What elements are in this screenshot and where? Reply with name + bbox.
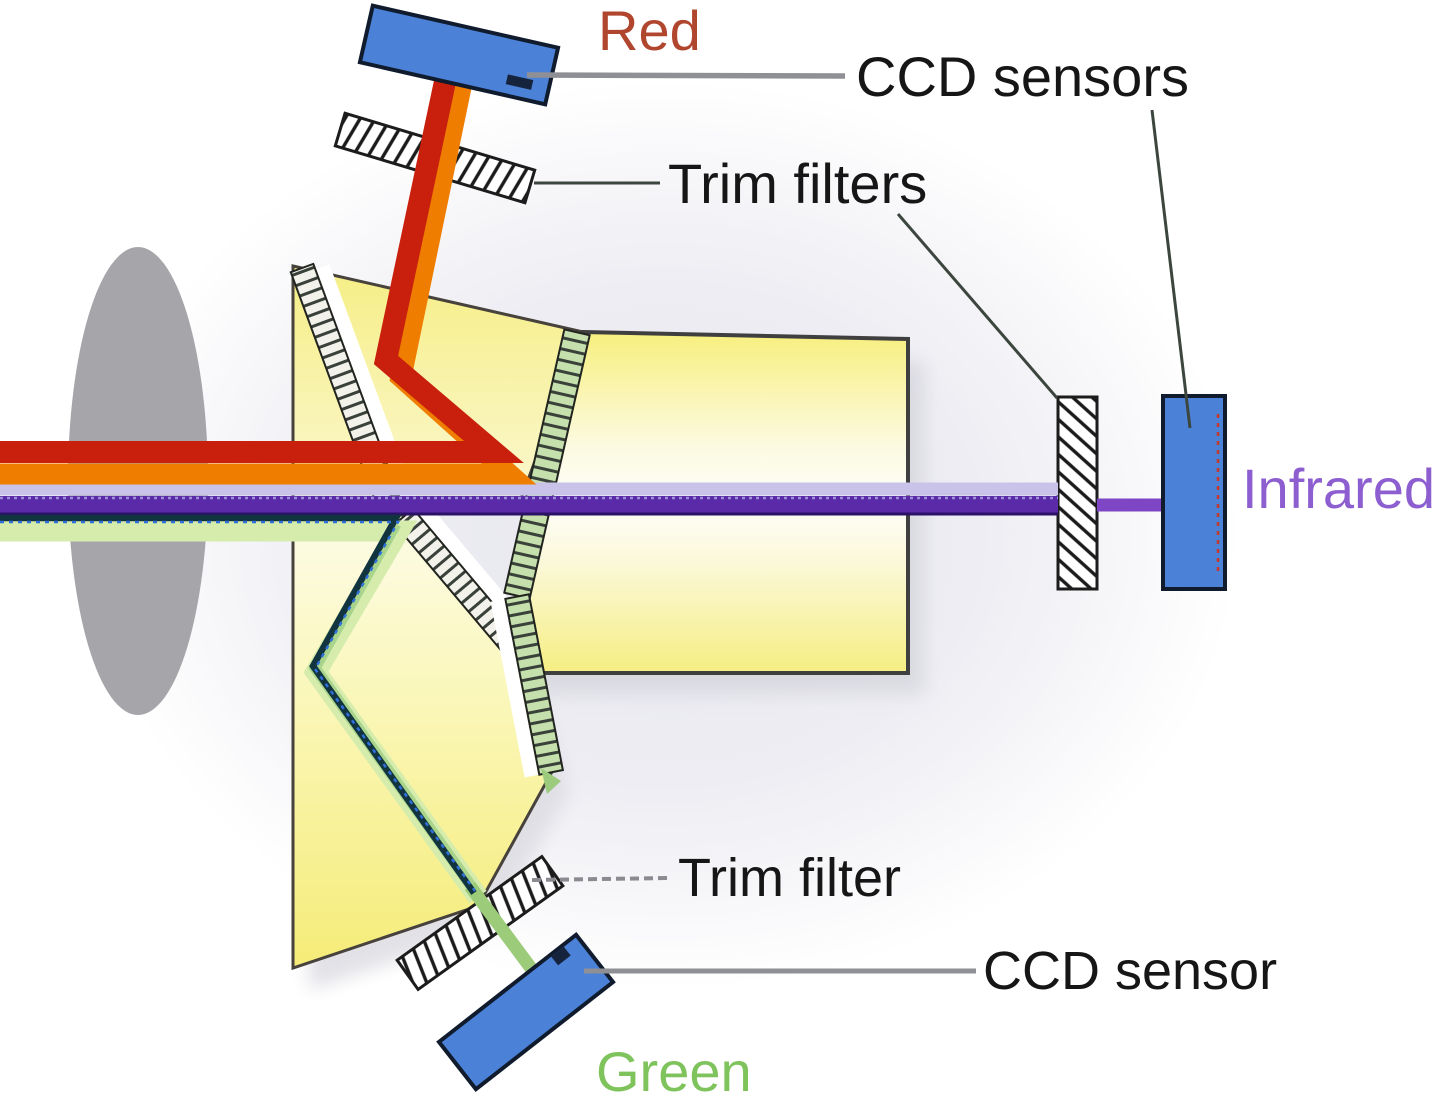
- dichroic-strip-green-lower: [490, 593, 565, 778]
- sensor-tick: [551, 946, 571, 966]
- label-infrared: Infrared: [1242, 457, 1435, 520]
- leader-ccd-sensors-to-ir: [1150, 109, 1192, 429]
- label-trim-filters: Trim filters: [668, 152, 927, 215]
- trim-filter-green: [395, 854, 565, 992]
- ccd-sensor-infrared: [1161, 394, 1227, 591]
- trim-filter-infrared: [1056, 395, 1099, 591]
- leader-trim-filter-bottom: [531, 876, 671, 882]
- dichroic-strip-green: [503, 328, 591, 600]
- sensor-tick: [505, 74, 534, 90]
- red-beam: [0, 55, 537, 485]
- infrared-beam: [0, 482, 1164, 516]
- dichroic-coatings: [289, 262, 591, 794]
- dichroic-strip-end-cap: [541, 768, 561, 794]
- label-ccd-sensors: CCD sensors: [856, 45, 1189, 108]
- label-ccd-sensor: CCD sensor: [983, 941, 1277, 1001]
- leader-lines: [526, 72, 1192, 974]
- label-green: Green: [596, 1040, 752, 1103]
- leader-trim-filters-right: [896, 213, 1059, 399]
- ccd-sensor-green: [436, 931, 616, 1093]
- green-beam: [0, 514, 568, 1014]
- leader-ccd-sensors-top: [526, 72, 846, 79]
- label-trim-filter: Trim filter: [678, 848, 901, 908]
- label-red: Red: [598, 0, 701, 62]
